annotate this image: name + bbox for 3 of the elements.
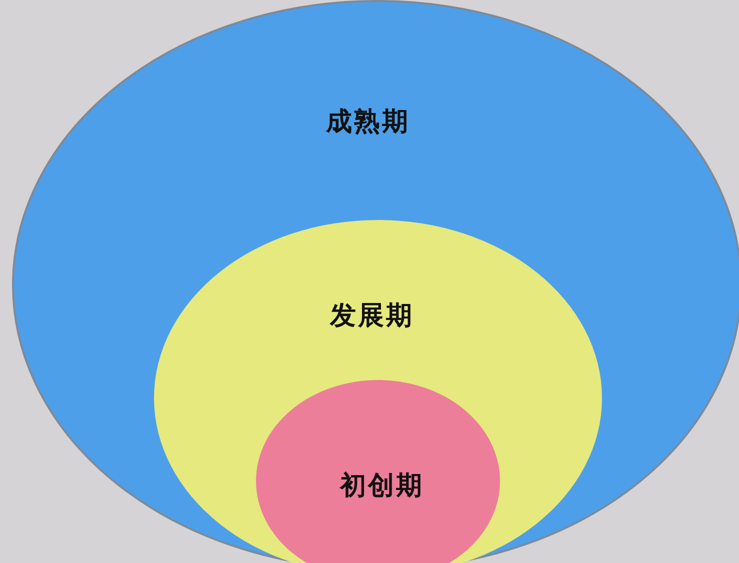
stage-label: 发展期 [330, 300, 414, 333]
stage-label: 初创期 [340, 470, 424, 503]
stage-label: 成熟期 [326, 106, 410, 139]
